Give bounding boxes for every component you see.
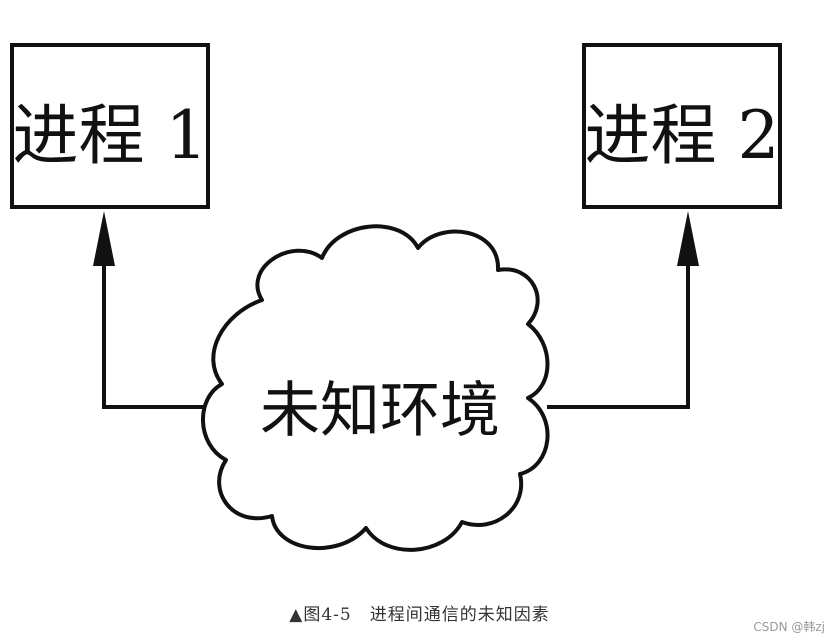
process-2-box [582, 43, 782, 209]
cloud-shape [201, 224, 550, 552]
left-arrowhead-up-icon [93, 211, 115, 266]
right-connector-line [547, 266, 690, 409]
process-1-box [10, 43, 210, 209]
environment-label: 未知环境 [260, 376, 500, 446]
process-1-label: 进程 1 [13, 97, 208, 174]
figure-caption: ▲图4-5 进程间通信的未知因素 [289, 605, 550, 625]
process-2-label: 进程 2 [585, 97, 780, 174]
left-connector-line [102, 266, 218, 409]
right-arrowhead-up-icon [677, 211, 699, 266]
watermark: CSDN @韩zj [753, 620, 825, 634]
